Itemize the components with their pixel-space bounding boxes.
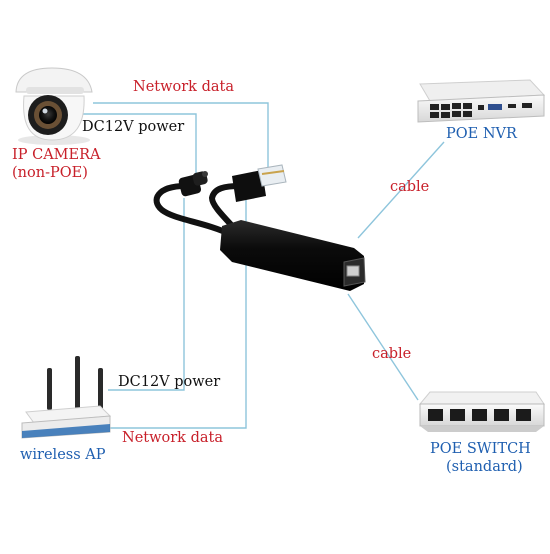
network-data-label-bottom: Network data	[122, 430, 223, 446]
network-data-label-top: Network data	[133, 79, 234, 95]
wifi-router-icon	[21, 356, 112, 439]
ap-power-line	[108, 198, 185, 391]
poe-switch-sublabel: (standard)	[446, 459, 523, 475]
poe-splitter-icon	[153, 164, 366, 291]
rj45-plug-icon	[232, 164, 287, 202]
dome-camera-icon	[15, 67, 93, 145]
dc-plug-icon	[178, 171, 208, 197]
dc-power-label-top: DC12V power	[82, 119, 185, 135]
dc-power-label-bottom: DC12V power	[118, 374, 221, 390]
network-switch-icon	[418, 391, 545, 432]
poe-switch-label: POE SWITCH	[430, 441, 531, 457]
camera-network-line	[93, 102, 269, 172]
ap-network-line	[108, 192, 247, 429]
cable-label-upper: cable	[390, 179, 430, 195]
poe-nvr-label: POE NVR	[446, 126, 517, 142]
nvr-cable-line	[357, 141, 445, 239]
ip-camera-label: IP CAMERA	[12, 147, 101, 163]
wireless-ap-label: wireless AP	[20, 447, 106, 463]
cable-label-lower: cable	[372, 346, 412, 362]
nvr-recorder-icon	[417, 79, 546, 123]
ip-camera-sublabel: (non-POE)	[12, 165, 88, 181]
camera-power-line	[78, 113, 197, 174]
connector-lines	[78, 102, 445, 429]
switch-cable-line	[347, 293, 419, 401]
